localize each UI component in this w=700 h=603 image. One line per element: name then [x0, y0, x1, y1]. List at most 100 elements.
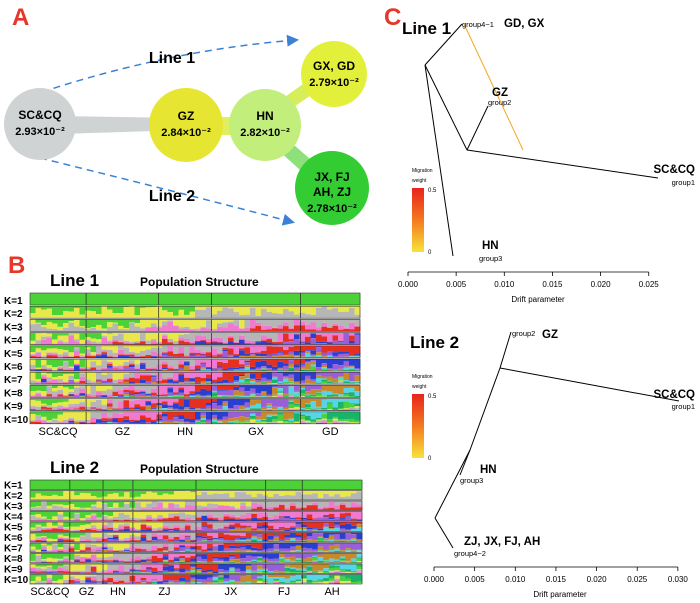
structure-segment	[112, 398, 119, 409]
structure-segment	[316, 392, 322, 393]
structure-segment	[156, 372, 163, 382]
structure-segment	[301, 506, 308, 508]
structure-segment	[321, 326, 328, 332]
structure-segment	[338, 325, 344, 330]
structure-segment	[68, 522, 75, 527]
structure-segment	[57, 537, 64, 539]
structure-segment	[299, 411, 306, 415]
structure-segment	[321, 376, 328, 379]
structure-segment	[118, 551, 125, 552]
structure-segment	[167, 312, 174, 319]
structure-segment	[90, 544, 97, 549]
structure-segment	[178, 370, 185, 371]
structure-segment	[310, 422, 317, 424]
structure-segment	[234, 511, 241, 517]
structure-segment	[63, 369, 69, 371]
structure-segment	[140, 524, 147, 530]
structure-segment	[250, 413, 256, 414]
structure-segment	[206, 370, 212, 371]
structure-segment	[30, 507, 36, 511]
structure-segment	[107, 418, 113, 421]
structure-segment	[145, 306, 152, 308]
structure-segment	[200, 388, 207, 396]
structure-segment	[327, 372, 333, 377]
structure-segment	[233, 396, 240, 398]
structure-segment	[294, 356, 300, 357]
structure-segment	[229, 514, 236, 518]
structure-segment	[52, 511, 59, 517]
structure-segment	[250, 405, 256, 409]
structure-segment	[123, 293, 130, 305]
structure-segment	[279, 495, 285, 500]
structure-segment	[233, 325, 240, 332]
structure-segment	[299, 420, 306, 423]
structure-segment	[35, 348, 42, 353]
structure-segment	[74, 522, 81, 527]
structure-segment	[101, 352, 108, 355]
structure-segment	[135, 529, 142, 531]
structure-segment	[332, 385, 339, 394]
structure-segment	[35, 526, 42, 531]
structure-segment	[356, 523, 363, 524]
structure-segment	[146, 532, 153, 540]
structure-segment	[256, 534, 263, 538]
structure-segment	[229, 506, 236, 508]
structure-segment	[41, 368, 47, 371]
structure-segment	[184, 366, 190, 371]
structure-segment	[356, 532, 363, 540]
structure-segment	[279, 516, 285, 521]
structure-segment	[207, 528, 213, 532]
structure-segment	[107, 322, 113, 328]
structure-segment	[41, 546, 47, 550]
structure-segment	[305, 329, 311, 332]
structure-segment	[217, 319, 223, 324]
structure-segment	[332, 319, 339, 324]
structure-segment	[173, 421, 179, 423]
structure-segment	[356, 480, 363, 490]
structure-segment	[328, 480, 335, 490]
structure-segment	[35, 379, 42, 382]
structure-segment	[107, 522, 114, 528]
structure-segment	[156, 359, 163, 365]
structure-segment	[30, 359, 36, 360]
structure-segment	[79, 319, 86, 327]
structure-segment	[222, 322, 229, 328]
structure-segment	[112, 339, 119, 342]
structure-segment	[323, 493, 330, 500]
structure-segment	[272, 411, 278, 415]
structure-segment	[85, 519, 92, 521]
structure-segment	[101, 394, 108, 395]
structure-segment	[256, 512, 263, 519]
structure-segment	[30, 324, 36, 332]
structure-segment	[162, 543, 169, 544]
structure-segment	[68, 509, 75, 511]
structure-segment	[200, 411, 207, 413]
structure-segment	[305, 411, 311, 416]
structure-segment	[30, 551, 36, 552]
structure-segment	[321, 421, 328, 424]
structure-segment	[261, 411, 267, 420]
structure-segment	[63, 490, 70, 500]
structure-segment	[223, 480, 230, 490]
structure-segment	[30, 532, 36, 535]
structure-segment	[151, 351, 157, 357]
population-label: GZ	[115, 426, 131, 438]
structure-segment	[107, 407, 113, 410]
structure-segment	[167, 392, 174, 396]
structure-segment	[189, 311, 196, 319]
structure-segment	[272, 354, 278, 357]
structure-segment	[107, 361, 113, 364]
structure-segment	[222, 422, 229, 424]
structure-segment	[96, 537, 103, 539]
structure-segment	[343, 328, 350, 329]
structure-segment	[179, 512, 186, 519]
structure-segment	[212, 507, 219, 511]
structure-segment	[90, 551, 97, 553]
structure-segment	[96, 365, 102, 369]
structure-segment	[85, 522, 92, 525]
structure-segment	[310, 359, 317, 361]
structure-segment	[356, 519, 363, 521]
structure-segment	[134, 323, 141, 327]
structure-segment	[317, 537, 324, 540]
structure-segment	[233, 390, 240, 396]
